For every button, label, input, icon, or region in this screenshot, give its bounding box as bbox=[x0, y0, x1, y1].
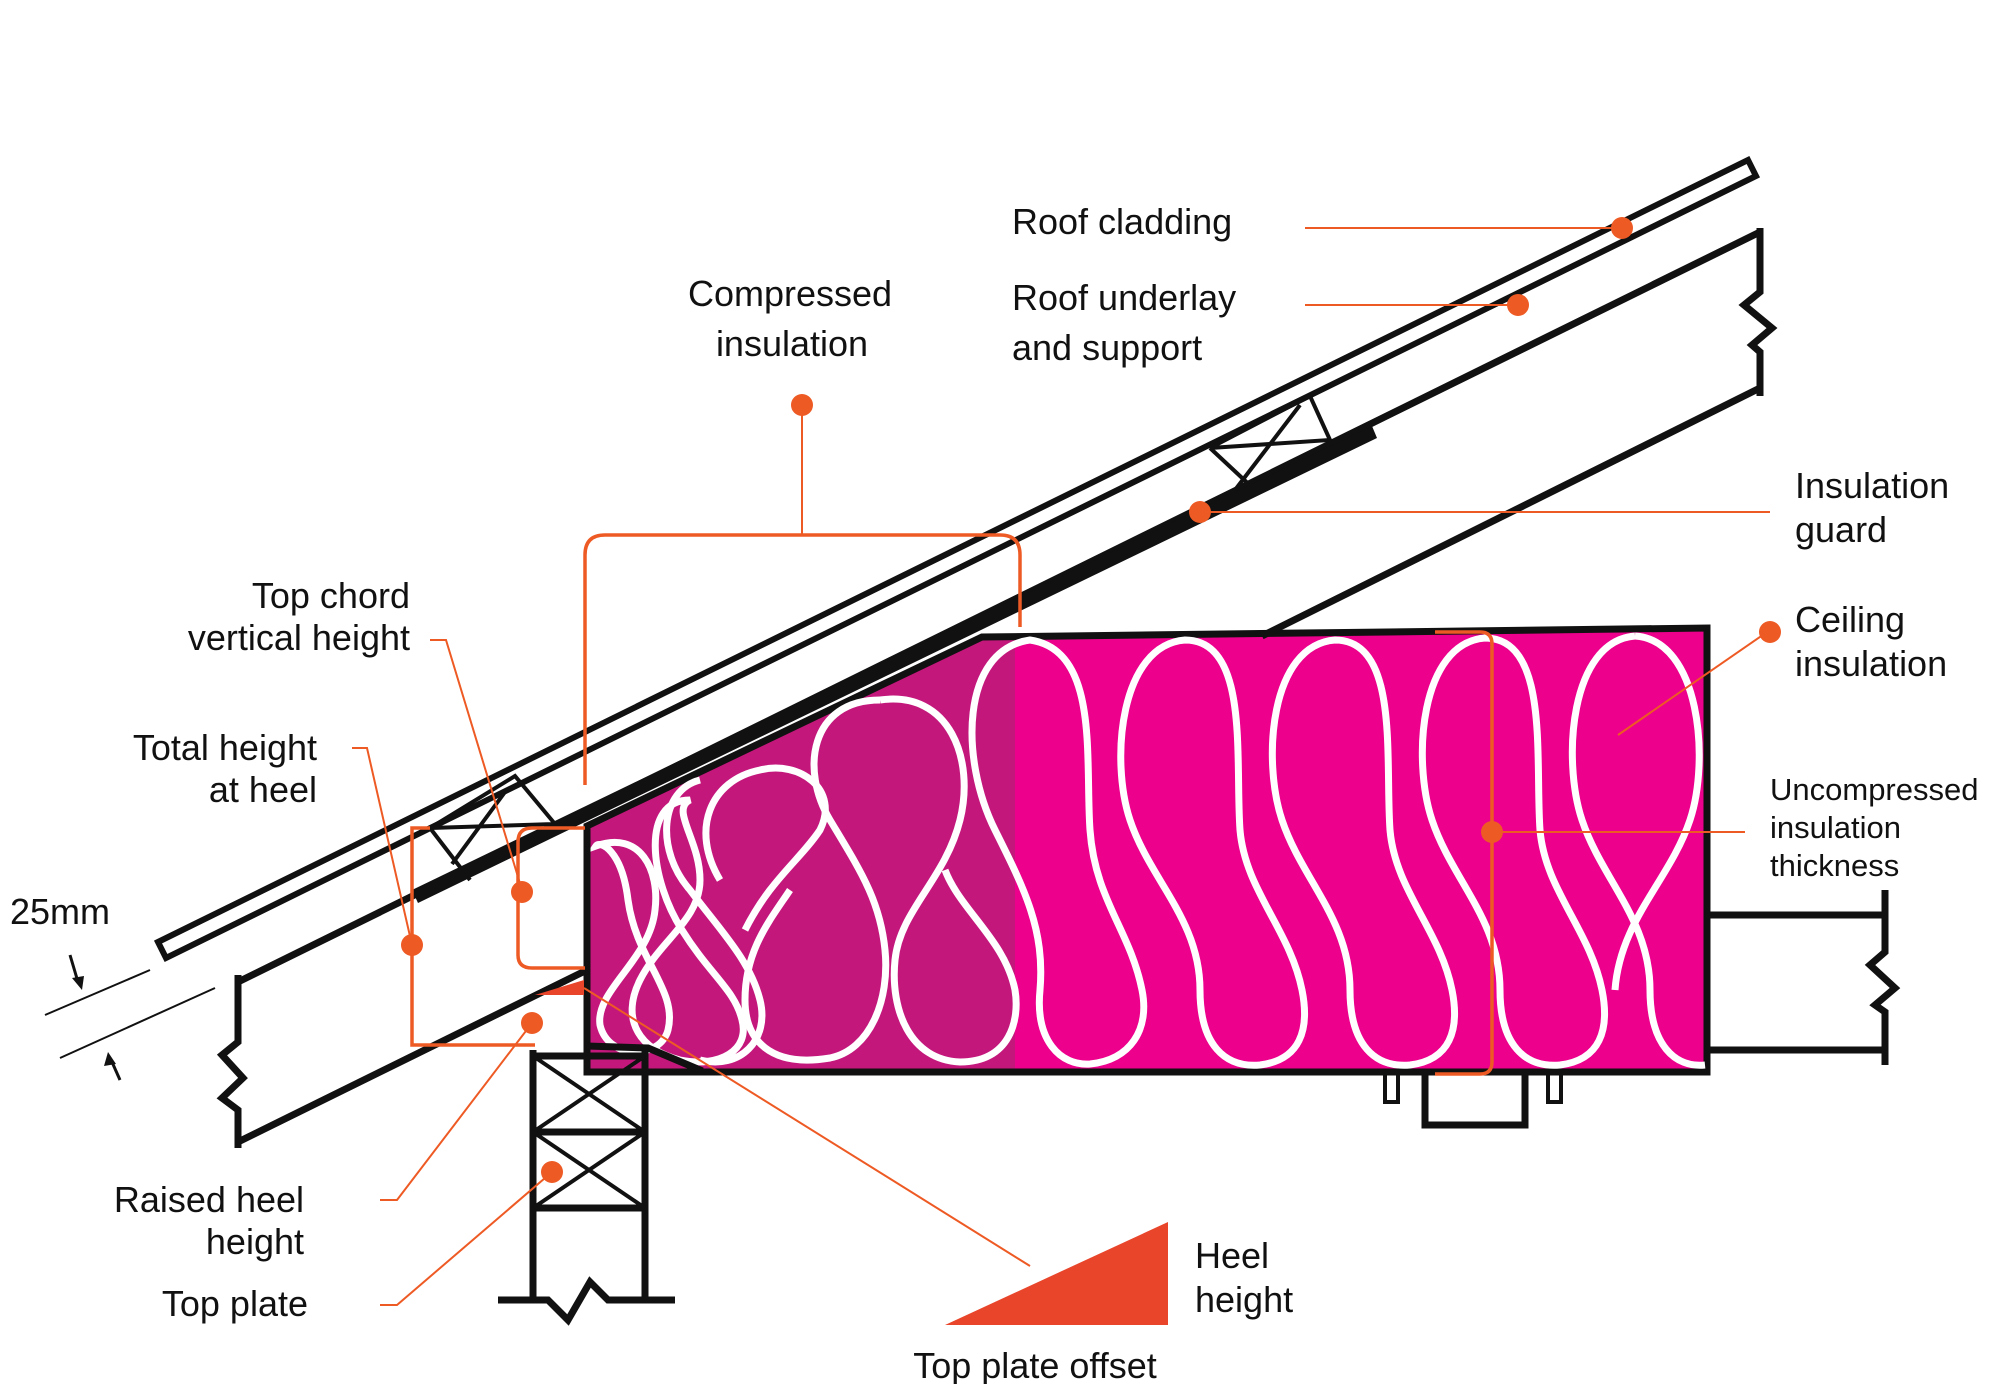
marker-dots bbox=[401, 217, 1781, 1183]
total-height-label-2: at heel bbox=[209, 769, 317, 810]
compressed-label-1: Compressed bbox=[688, 273, 892, 314]
roof-underlay-label-2: and support bbox=[1012, 327, 1202, 368]
gap-marker bbox=[44, 954, 216, 1081]
total-height-label-1: Total height bbox=[133, 727, 317, 768]
ceiling-battens bbox=[1383, 1075, 1563, 1129]
compressed-bracket bbox=[583, 405, 1022, 785]
ceiling-insulation-label-2: insulation bbox=[1795, 643, 1947, 684]
uncompressed-label-2: insulation bbox=[1770, 810, 1901, 845]
heel-wedge bbox=[535, 980, 584, 995]
top-chord-label-2: vertical height bbox=[188, 617, 410, 658]
heel-height-label-1: Heel bbox=[1195, 1235, 1269, 1276]
uncompressed-bracket bbox=[1435, 630, 1494, 1076]
uncompressed-label-3: thickness bbox=[1770, 848, 1899, 883]
insulation-guard bbox=[412, 426, 1377, 903]
top-chord-label-1: Top chord bbox=[252, 575, 410, 616]
ceiling-insulation bbox=[583, 624, 1711, 1076]
raised-heel-label-2: height bbox=[206, 1221, 304, 1262]
insulation-guard-label-2: guard bbox=[1795, 509, 1887, 550]
insulation-guard-label-1: Insulation bbox=[1795, 465, 1949, 506]
heel-height-triangle bbox=[945, 1222, 1168, 1325]
uncompressed-label-1: Uncompressed bbox=[1770, 772, 1978, 807]
heel-height-label-2: height bbox=[1195, 1279, 1293, 1320]
roof-cladding-label: Roof cladding bbox=[1012, 201, 1232, 242]
heel-block bbox=[583, 826, 704, 1074]
roof-cladding bbox=[153, 155, 1761, 963]
raised-heel-label-1: Raised heel bbox=[114, 1179, 304, 1220]
wall-frame bbox=[498, 1050, 675, 1326]
ceiling-insulation-label-1: Ceiling bbox=[1795, 599, 1905, 640]
batten-right bbox=[1208, 393, 1334, 492]
compressed-label-2: insulation bbox=[716, 323, 868, 364]
gap-label: 25mm bbox=[10, 891, 110, 932]
ceiling-joist bbox=[1707, 890, 1901, 1065]
top-plate-offset-label: Top plate offset bbox=[913, 1345, 1157, 1384]
top-plate-label: Top plate bbox=[162, 1283, 308, 1324]
roof-underlay-label-1: Roof underlay bbox=[1012, 277, 1236, 318]
leader-lines bbox=[352, 227, 1771, 1306]
